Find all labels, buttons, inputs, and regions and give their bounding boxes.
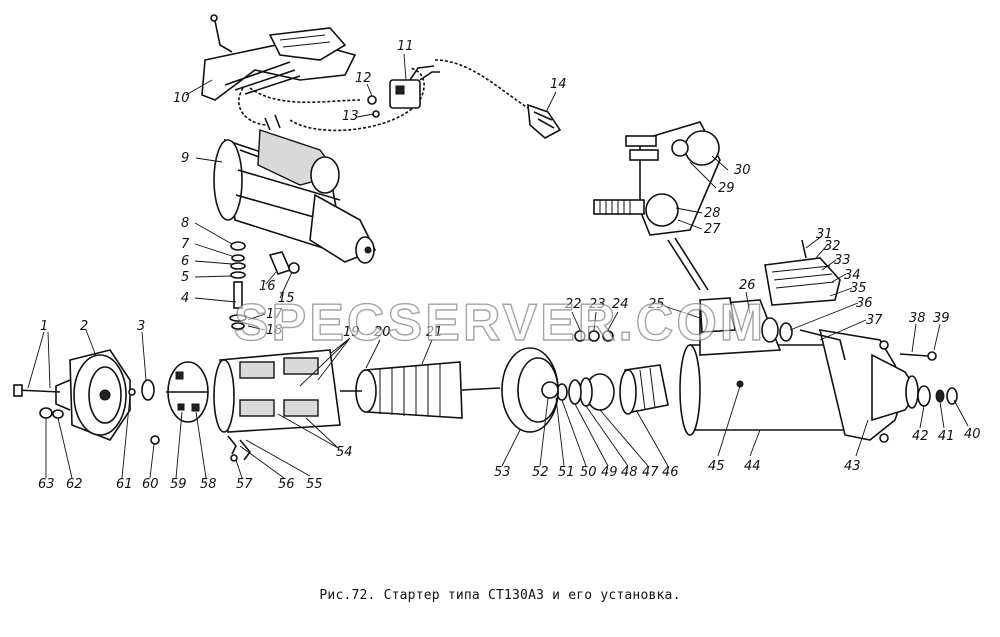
callout-42: 42 [912,429,929,444]
callout-37: 37 [866,313,883,328]
cable-drawing [238,59,529,132]
callout-29: 29 [718,181,735,196]
callout-44: 44 [744,459,761,474]
callout-51: 51 [558,465,575,480]
brush-holder-drawing [166,361,209,423]
stud-drawing [899,351,937,361]
thrust-washer-drawing [141,379,155,401]
callout-33: 33 [834,253,851,268]
callout-57: 57 [236,477,253,492]
callout-53: 53 [494,465,511,480]
callout-40: 40 [964,427,981,442]
callout-38: 38 [909,311,926,326]
callout-45: 45 [708,459,725,474]
callout-59: 59 [170,477,187,492]
callout-24: 24 [612,297,629,312]
callout-49: 49 [601,465,618,480]
relay-parts-drawing [699,297,846,361]
callout-55: 55 [306,477,323,492]
callout-5: 5 [181,270,189,285]
callout-36: 36 [856,296,873,311]
callout-1: 1 [40,319,48,334]
callout-21: 21 [426,325,443,340]
callout-39: 39 [933,311,950,326]
drive-plate-drawing [501,347,559,433]
callout-16: 16 [259,279,276,294]
washer-stack-drawing [229,241,247,330]
callout-27: 27 [704,222,721,237]
mounting-bracket-drawing [201,14,357,101]
callout-32: 32 [824,239,841,254]
callout-30: 30 [734,163,751,178]
callout-9: 9 [181,151,189,166]
starter-assembly-drawing [213,114,377,264]
callout-26: 26 [739,278,756,293]
armature-drawing [340,361,501,419]
terminal-cap-drawing [593,121,721,291]
callout-14: 14 [550,77,567,92]
end-nut-drawing [917,385,958,407]
callout-7: 7 [181,237,190,252]
callout-61: 61 [116,477,133,492]
callout-numbers: 1 2 3 4 5 6 7 8 9 10 11 12 13 14 15 16 1… [38,39,981,492]
callout-23: 23 [589,297,606,312]
callout-60: 60 [142,477,159,492]
terminal-clips-drawing [227,435,252,462]
callout-47: 47 [642,465,659,480]
callout-62: 62 [66,477,83,492]
callout-11: 11 [397,39,414,54]
connector-drawing [527,103,562,139]
callout-28: 28 [704,206,721,221]
callout-2: 2 [80,319,88,334]
callout-25: 25 [648,297,665,312]
callout-8: 8 [181,216,189,231]
callout-56: 56 [278,477,295,492]
callout-35: 35 [850,281,867,296]
callout-31: 31 [816,227,833,242]
clip-drawing [150,435,160,445]
callout-58: 58 [200,477,217,492]
callout-15: 15 [278,291,295,306]
callout-6: 6 [181,254,189,269]
bolt-drawing [268,251,300,275]
callout-13: 13 [342,109,359,124]
callout-19: 19 [343,325,360,340]
drive-pinion-drawing [556,364,669,415]
end-cover-drawing [55,349,136,441]
callout-34: 34 [844,268,861,283]
callout-52: 52 [532,465,549,480]
callout-10: 10 [173,91,190,106]
relay-drawing [367,65,440,118]
callout-3: 3 [137,319,145,334]
callout-22: 22 [565,297,582,312]
callout-41: 41 [938,429,955,444]
callout-50: 50 [580,465,597,480]
callout-18: 18 [266,323,283,338]
leader-lines [27,53,969,479]
callout-4: 4 [181,291,189,306]
callout-43: 43 [844,459,861,474]
callout-48: 48 [621,465,638,480]
small-washers-drawing [574,330,614,342]
relay-cover-drawing [764,239,841,306]
callout-20: 20 [374,325,391,340]
callout-54: 54 [336,445,353,460]
callout-12: 12 [355,71,372,86]
callout-17: 17 [266,307,283,322]
figure-caption: Рис.72. Стартер типа СТ130А3 и его устан… [319,588,681,603]
callout-63: 63 [38,477,55,492]
callout-46: 46 [662,465,679,480]
field-frame-drawing [213,349,341,433]
